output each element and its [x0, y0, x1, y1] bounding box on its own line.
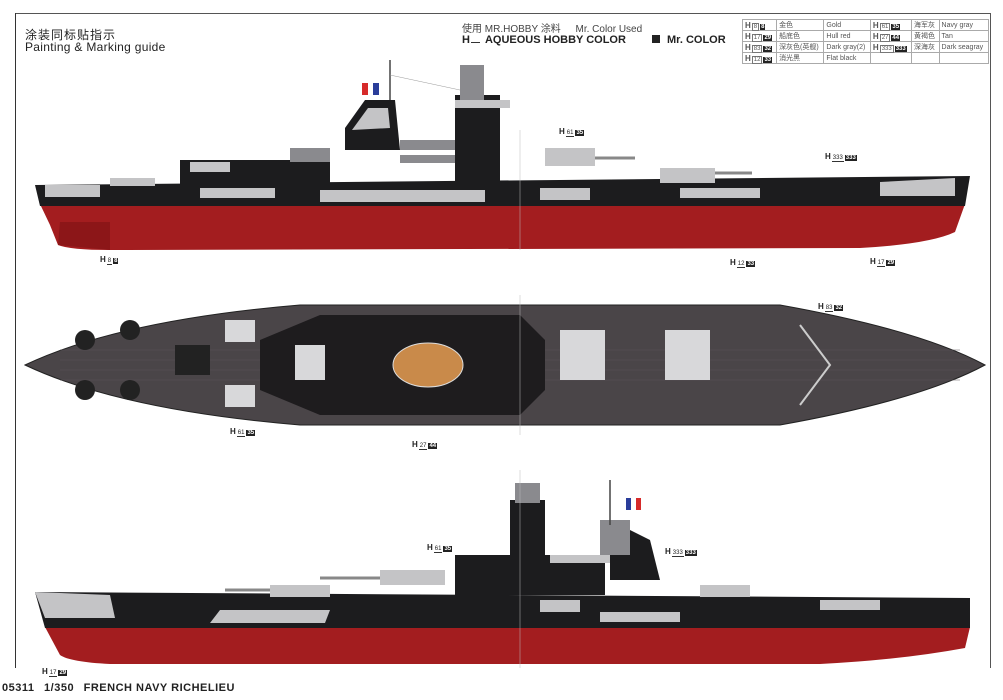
guide-title-cn: 涂装同标贴指示 — [25, 28, 117, 42]
kit-code: 05311 — [2, 682, 35, 694]
port-profile-view — [35, 470, 970, 668]
aqueous-legend: H AQUEOUS HOBBY COLOR — [462, 34, 626, 46]
kit-footer: 05311 1/350 FRENCH NAVY RICHELIEU — [2, 682, 241, 694]
paint-used-note: 使用 MR.HOBBY 涂料 Mr. Color Used — [462, 20, 654, 35]
kit-scale: 1/350 — [44, 682, 75, 694]
frame-top-border — [15, 13, 990, 14]
frame-right-border — [990, 13, 991, 668]
kit-name: FRENCH NAVY RICHELIEU — [83, 682, 235, 694]
starboard-profile-view — [35, 60, 970, 250]
mr-color-label: Mr. COLOR — [667, 34, 726, 46]
color-name-cn: 消光黑 — [776, 52, 825, 64]
plan-top-view — [23, 295, 987, 435]
guide-title-en: Painting & Marking guide — [25, 40, 166, 54]
mr-color-legend: Mr. COLOR — [652, 34, 726, 46]
aqueous-box-icon — [470, 35, 480, 43]
paint-used-cn: 使用 MR.HOBBY 涂料 — [462, 24, 561, 35]
paint-used-en: Mr. Color Used — [575, 24, 643, 35]
aqueous-label: AQUEOUS HOBBY COLOR — [484, 34, 626, 46]
black-square-icon — [652, 35, 660, 43]
aqueous-prefix: H — [462, 34, 470, 46]
frame-left-border — [15, 13, 16, 668]
